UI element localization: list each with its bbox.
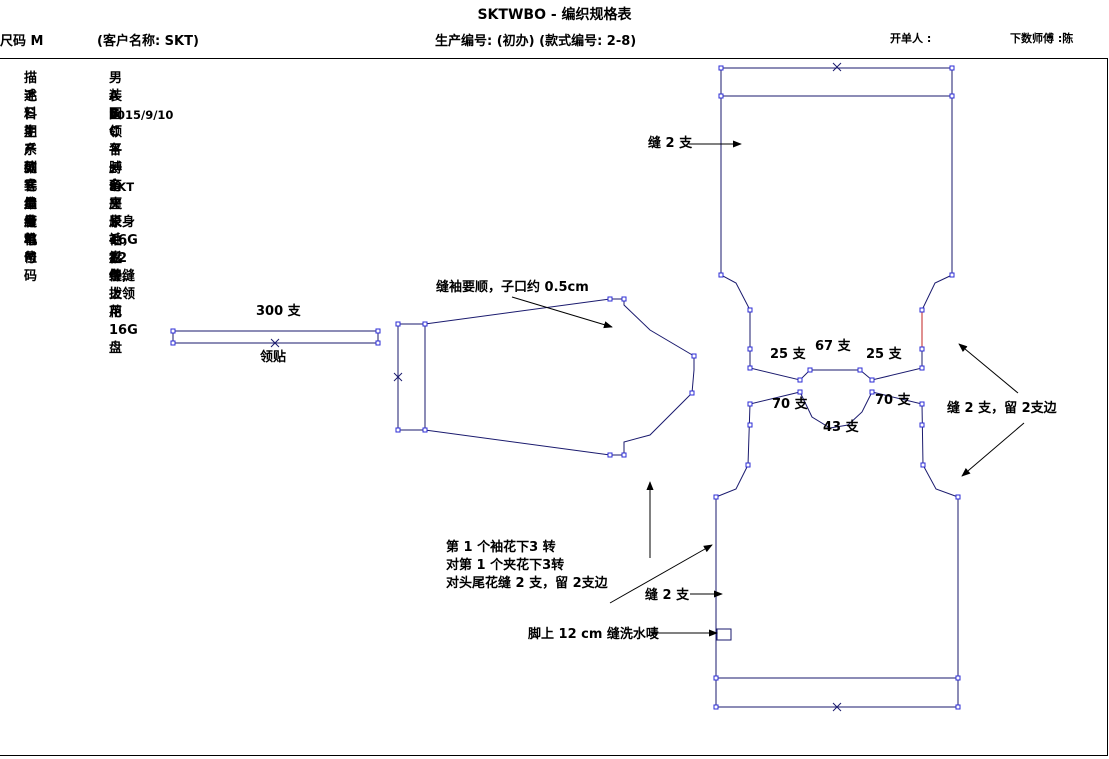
sheet-frame xyxy=(0,58,1108,756)
spec-value: 12 件 xyxy=(109,251,128,284)
back-body-vertices xyxy=(718,65,955,383)
back-body-piece xyxy=(720,62,953,381)
spec-label: 缝毛 xyxy=(24,215,38,248)
spec-value: A B C 各一条 xyxy=(109,89,123,194)
spec-value: SKT xyxy=(109,180,135,194)
spec-label: 生产编号 xyxy=(24,125,38,194)
front-body-vertices xyxy=(713,389,961,710)
back-seam-label: 缝 2 支 xyxy=(648,135,693,151)
collar-name-label: 领贴 xyxy=(260,349,286,365)
production-line: 生产编号: (初办) (款式编号: 2-8) xyxy=(435,34,637,49)
pattern-note-line-1: 第 1 个袖花下3 转 xyxy=(446,539,556,555)
shoulder-left-label: 25 支 xyxy=(770,346,807,362)
spec-value: 原身毛，2 条缝 xyxy=(109,215,136,284)
pattern-note-line-2: 对第 1 个夹花下3转 xyxy=(446,557,564,573)
spec-label: 客户名称 xyxy=(24,179,38,248)
spec-label: 量度单位 xyxy=(24,197,38,266)
spec-label: 机号 xyxy=(24,233,38,266)
sleeve-vertices xyxy=(395,296,697,458)
spec-label: M 码 xyxy=(24,251,38,284)
sleeve-note-label: 缝袖要顺，子口约 0.5cm xyxy=(436,279,589,295)
side-seam-note-label: 缝 2 支，留 2支边 xyxy=(947,400,1058,416)
front-shoulder-right-label: 70 支 xyxy=(875,392,912,408)
collar-count-label: 300 支 xyxy=(256,303,302,319)
shoulder-right-label: 25 支 xyxy=(866,346,903,362)
spec-label: 描述 xyxy=(24,71,38,104)
spec-value: 厘米 xyxy=(109,197,123,230)
front-seam-label: 缝 2 支 xyxy=(645,587,690,603)
spec-label: 毛料 xyxy=(24,89,38,122)
spec-value: 16G 盘缝, 上领用16G 盘 xyxy=(109,233,138,356)
collar-vertices xyxy=(170,328,381,346)
front-body-piece xyxy=(715,391,959,712)
size-label: 尺码 M xyxy=(0,34,44,49)
client-label: (客户名称: SKT) xyxy=(97,34,199,49)
spec-label: 日期 xyxy=(24,107,38,140)
spec-label: 款式编号 xyxy=(24,161,38,230)
page-title: SKTWBO - 编织规格表 xyxy=(477,7,632,23)
front-neck-label: 43 支 xyxy=(823,419,860,435)
master-label: 下数师傅 :陈 xyxy=(1010,32,1074,45)
spec-value: 2015/9/10 xyxy=(109,108,174,122)
wash-label-note: 脚上 12 cm 缝洗水唛 xyxy=(528,626,660,642)
sleeve-piece xyxy=(393,298,695,456)
spec-value: 2-8 xyxy=(109,162,122,194)
front-shoulder-left-label: 70 支 xyxy=(772,396,809,412)
spec-label: 系列 xyxy=(24,143,38,176)
collar-band-piece xyxy=(172,330,379,348)
pattern-note-line-3: 对头尾花缝 2 支，留 2支边 xyxy=(446,575,609,591)
neck-width-label: 67 支 xyxy=(815,338,852,354)
spec-value: 男装圆领平膊弯夹长袖衫 - 拨花 xyxy=(109,71,123,320)
diagram-labels: 300 支 领贴 缝袖要顺，子口约 0.5cm 缝 2 支 25 支 67 支 … xyxy=(256,135,1058,642)
issuer-label: 开单人 : xyxy=(890,32,932,45)
annotation-arrows xyxy=(511,140,1025,637)
